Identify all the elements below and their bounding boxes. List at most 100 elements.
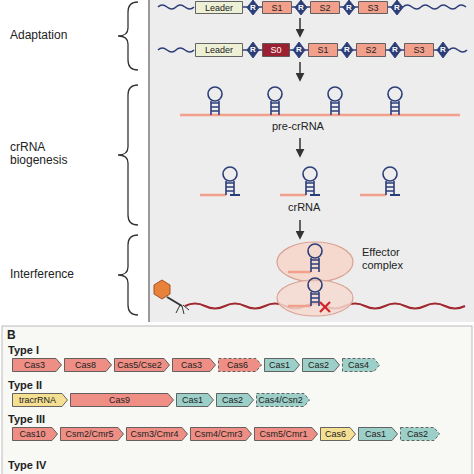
gene-arrow: Csm4/Cmr3	[190, 427, 252, 441]
array-element: S0	[262, 43, 290, 57]
node-shape	[309, 44, 338, 57]
node-shape	[437, 42, 449, 58]
node-label: Cas3	[24, 360, 45, 370]
node-label: Cas1	[365, 429, 386, 439]
node-label: Cas4	[348, 360, 369, 370]
node-shape	[196, 2, 243, 14]
pre-crrna	[180, 87, 460, 115]
node-label: Cas2	[222, 395, 243, 405]
node-label: Cas8	[75, 360, 96, 370]
array-element: S1	[308, 43, 338, 57]
array-element: S1	[262, 1, 292, 14]
molecule-label: crRNA	[288, 201, 348, 214]
node-shape	[357, 44, 386, 57]
node-shape	[177, 394, 214, 407]
node-label: S2	[365, 45, 376, 55]
node-shape	[359, 2, 388, 14]
panel-a-area	[150, 0, 474, 322]
node-label: Csm4/Cmr3	[194, 429, 242, 439]
array-element: S3	[358, 1, 388, 14]
gene-arrow: Cas2	[216, 393, 254, 407]
node-shape	[115, 359, 170, 372]
node-shape	[389, 42, 401, 58]
type-label: Type II	[8, 379, 88, 392]
node-label: R	[344, 45, 350, 55]
stage-label: Adaptation	[10, 29, 120, 42]
gene-arrow: Csm5/Cmr1	[254, 427, 318, 441]
effector-complex	[277, 278, 353, 316]
gene-arrow: Cas3	[12, 358, 62, 372]
gene-arrow: Cas4/Csn2	[256, 393, 310, 407]
crrna	[200, 167, 400, 195]
node-shape	[359, 428, 398, 441]
node-label: Cas9	[109, 395, 130, 405]
node-label: Csm5/Cmr1	[259, 429, 307, 439]
stage-label: Interference	[10, 268, 120, 281]
gene-arrow: Csm2/Cmr5	[60, 427, 124, 441]
gene-arrow: Cas9	[70, 393, 174, 407]
repeat-diamond: R	[343, 0, 355, 15]
phage	[154, 280, 189, 314]
repeat-diamond: R	[437, 42, 449, 58]
panel-a	[0, 0, 474, 322]
node-label: Cas3	[181, 360, 202, 370]
node-label: R	[392, 45, 398, 55]
repeat-diamond: R	[341, 42, 353, 58]
node-label: Cas1	[182, 395, 203, 405]
node-shape	[405, 44, 434, 57]
node-shape	[255, 428, 318, 441]
gene-arrow: tracrRNA	[12, 393, 68, 407]
type-label: Type I	[8, 344, 88, 357]
node-label: Leader	[205, 45, 233, 55]
node-label: R	[298, 3, 304, 13]
gene-arrow: Cas1	[264, 358, 300, 372]
separator	[148, 0, 150, 322]
node-shape	[217, 394, 254, 407]
node-shape	[293, 42, 305, 58]
node-label: Cas6	[325, 429, 346, 439]
gene-arrow: Cas1	[176, 393, 214, 407]
type-label: Type III	[8, 413, 88, 426]
node-shape	[173, 359, 216, 372]
node-label: tracrRNA	[19, 395, 56, 405]
node-label: Cas1	[269, 360, 290, 370]
node-shape	[343, 0, 355, 15]
gene-arrow: Cas6	[320, 427, 356, 441]
node-shape	[263, 2, 292, 14]
gene-arrow: Csm3/Cmr4	[126, 427, 188, 441]
node-label: S3	[413, 45, 424, 55]
panel-letter: B	[7, 329, 27, 342]
node-label: S2	[319, 3, 330, 13]
gene-arrow: Cas2	[400, 427, 440, 441]
node-label: S1	[317, 45, 328, 55]
molecule-label: pre-crRNA	[272, 120, 352, 133]
effector-complex	[277, 242, 353, 282]
molecule-label: Effector complex	[362, 246, 432, 272]
node-label: Cas2	[407, 429, 428, 439]
node-shape	[196, 44, 243, 57]
node-label: R	[250, 45, 256, 55]
node-shape	[247, 42, 259, 58]
node-shape	[71, 394, 174, 407]
node-label: Cas5/Cse2	[117, 360, 162, 370]
type-label: Type IV	[8, 459, 88, 472]
repeat-diamond: R	[295, 0, 307, 15]
gene-arrow: Cas2	[302, 358, 340, 372]
brace	[118, 2, 138, 315]
repeat-diamond: R	[247, 42, 259, 58]
node-label: S3	[367, 3, 378, 13]
gene-arrow: Cas3	[172, 358, 216, 372]
array-element: S3	[404, 43, 434, 57]
gene-arrow: Cas6	[218, 358, 262, 372]
node-shape	[65, 359, 112, 372]
node-shape	[265, 359, 300, 372]
node-shape	[341, 42, 353, 58]
cleavage-mark	[320, 302, 330, 312]
gene-arrow: Cas5/Cse2	[114, 358, 170, 372]
node-label: Csm2/Cmr5	[65, 429, 113, 439]
node-shape	[13, 428, 58, 441]
node-shape	[13, 359, 62, 372]
node-shape	[321, 428, 356, 441]
node-label: Cas10	[19, 429, 45, 439]
node-label: Cas6	[227, 360, 248, 370]
